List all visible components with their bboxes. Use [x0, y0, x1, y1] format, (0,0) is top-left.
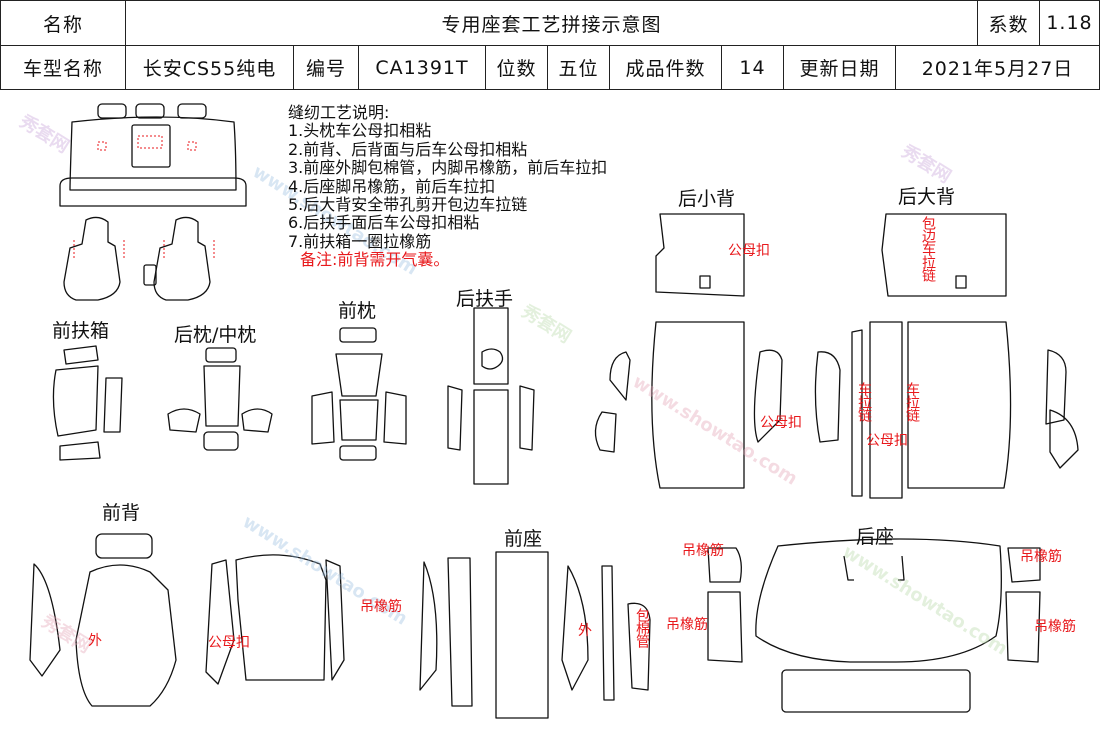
rear-headrest-pieces: [167, 347, 273, 451]
annotation-zipper: 车拉链: [856, 382, 872, 421]
rear-small-back-pieces: [594, 213, 783, 489]
annotation-hang-elastic: 吊橡筋: [360, 599, 402, 615]
label-rear-seat: 后座: [856, 526, 895, 548]
note-item: 2.前背、后背面与后车公母扣相粘: [288, 139, 528, 159]
pieces-label: 成品件数: [610, 46, 722, 90]
label-rear-armrest: 后扶手: [456, 288, 514, 310]
code-value: CA1391T: [359, 46, 486, 90]
front-armbox-pieces: [52, 345, 123, 461]
annotation-snap: 公母扣: [760, 415, 802, 431]
rear-seat-preview: [59, 103, 247, 207]
annotation-hang-elastic: 吊橡筋: [1034, 619, 1076, 635]
sewing-notes: 缝纫工艺说明: 1.头枕车公母扣相粘 2.前背、后背面与后车公母扣相粘 3.前座…: [288, 103, 608, 270]
rear-seat-pieces: [707, 538, 1041, 713]
annotation-snap: 公母扣: [208, 635, 250, 651]
spec-header-table: 名称 专用座套工艺拼接示意图 系数 1.18 车型名称 长安CS55纯电 编号 …: [0, 0, 1100, 90]
annotation-hang-elastic: 吊橡筋: [1020, 549, 1062, 565]
label-rear-headrest: 后枕/中枕: [174, 324, 257, 346]
annotation-cotton-tube: 包棉管: [634, 608, 650, 647]
label-front-back: 前背: [102, 502, 141, 524]
note-item: 4.后座脚吊橡筋，前后车拉扣: [288, 176, 496, 196]
note-item: 6.后扶手面后车公母扣相粘: [288, 213, 480, 233]
annotation-snap: 公母扣: [728, 243, 770, 259]
annotation-hang-elastic: 吊橡筋: [666, 617, 708, 633]
front-headrest-pieces: [311, 327, 407, 461]
model-value: 长安CS55纯电: [126, 46, 294, 90]
name-label: 名称: [1, 1, 126, 46]
annotation-zipper: 车拉链: [904, 382, 920, 421]
front-seat-previews: [63, 216, 211, 301]
label-rear-small-back: 后小背: [678, 188, 736, 210]
seats-value: 五位: [548, 46, 610, 90]
rear-armrest-pieces: [447, 307, 535, 485]
label-rear-large-back: 后大背: [898, 186, 956, 208]
rear-large-back-pieces: [814, 213, 1079, 499]
model-label: 车型名称: [1, 46, 126, 90]
annotation-edge-zipper: 包边车拉链: [920, 216, 936, 281]
front-back-pieces: [29, 533, 345, 707]
notes-remark: 备注:前背需开气囊。: [300, 250, 450, 270]
note-item: 3.前座外脚包棉管，内脚吊橡筋，前后车拉扣: [288, 158, 608, 178]
annotation-outer: 外: [88, 633, 102, 649]
seats-label: 位数: [486, 46, 548, 90]
coef-label: 系数: [978, 1, 1040, 46]
annotation-snap: 公母扣: [866, 433, 908, 449]
label-front-headrest: 前枕: [338, 300, 377, 322]
notes-title: 缝纫工艺说明:: [288, 103, 390, 122]
pieces-value: 14: [722, 46, 784, 90]
update-label: 更新日期: [784, 46, 896, 90]
note-item: 5.后大背安全带孔剪开包边车拉链: [288, 195, 528, 215]
code-label: 编号: [294, 46, 359, 90]
label-front-armbox: 前扶箱: [52, 320, 110, 342]
sheet-title: 专用座套工艺拼接示意图: [126, 1, 978, 46]
front-seat-pieces: [419, 551, 651, 719]
annotation-hang-elastic: 吊橡筋: [682, 543, 724, 559]
annotation-outer: 外: [578, 623, 592, 639]
label-front-seat: 前座: [504, 528, 543, 550]
note-item: 1.头枕车公母扣相粘: [288, 121, 432, 141]
note-item: 7.前扶箱一圈拉橡筋: [288, 231, 432, 251]
